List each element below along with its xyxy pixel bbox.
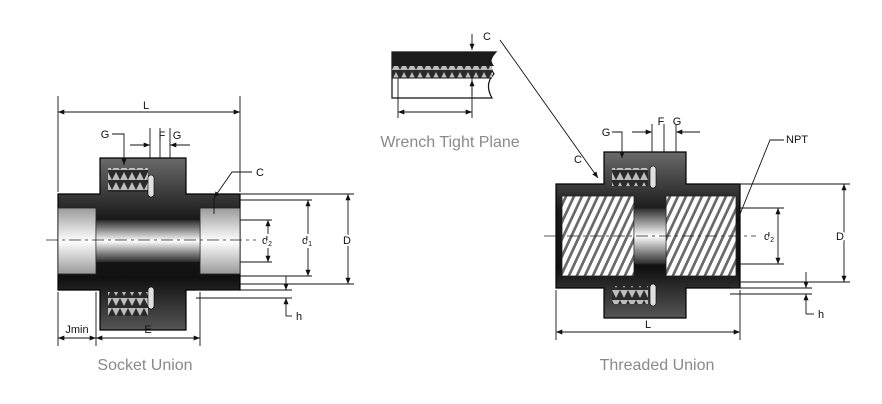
caption-wrench-tight-plane: Wrench Tight Plane xyxy=(380,134,519,151)
threaded-label-C: C xyxy=(574,154,582,166)
threaded-seat-bottom xyxy=(649,283,657,307)
socket-label-G-right: G xyxy=(173,130,182,142)
socket-label-G-left: G xyxy=(101,129,110,141)
socket-seat-top xyxy=(147,174,155,198)
socket-label-C: C xyxy=(256,167,264,179)
socket-union: L F G G C d2 d1 D h xyxy=(46,96,354,374)
socket-label-d2: d2 xyxy=(262,235,272,248)
threaded-label-h: h xyxy=(818,309,824,321)
socket-label-F: F xyxy=(159,130,166,142)
socket-nut-thread-bottom xyxy=(108,292,148,316)
threaded-label-G-left: G xyxy=(602,127,611,139)
socket-seat-bottom xyxy=(147,286,155,310)
wrench-label-C: C xyxy=(483,31,491,43)
socket-label-d1: d1 xyxy=(302,235,312,248)
threaded-label-D: D xyxy=(836,231,844,243)
threaded-label-F: F xyxy=(658,116,665,128)
socket-label-L: L xyxy=(143,100,149,112)
threaded-nut-thread-bottom xyxy=(612,286,648,304)
caption-threaded-union: Threaded Union xyxy=(600,357,715,374)
socket-nut-thread-top xyxy=(108,168,148,192)
threaded-label-NPT: NPT xyxy=(786,134,808,146)
threaded-union: F G G C NPT d2 D h L Threaded Union xyxy=(544,116,850,374)
socket-label-D: D xyxy=(343,235,351,247)
socket-label-E: E xyxy=(144,324,151,336)
socket-through-bore xyxy=(95,219,201,263)
threaded-label-L: L xyxy=(645,319,651,331)
threaded-label-G-right: G xyxy=(673,116,682,128)
socket-bore-right xyxy=(199,207,241,275)
socket-label-h: h xyxy=(296,311,302,323)
socket-label-Jmin: Jmin xyxy=(65,324,88,336)
threaded-nut-thread-top xyxy=(612,168,648,186)
socket-bore-left xyxy=(57,207,97,275)
caption-socket-union: Socket Union xyxy=(97,357,192,374)
threaded-seat-top xyxy=(649,165,657,189)
wrench-tight-plane-detail: C Wrench Tight Plane xyxy=(380,31,519,151)
threaded-label-d2: d2 xyxy=(764,231,774,244)
